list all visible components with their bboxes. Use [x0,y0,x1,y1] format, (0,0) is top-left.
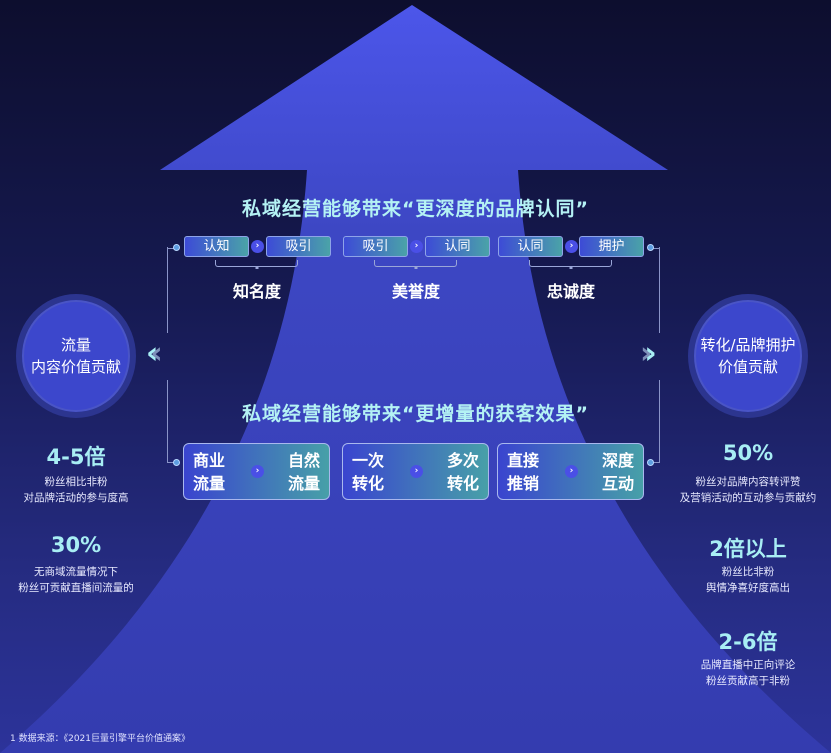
connector-line [167,462,177,463]
circle-text: 流量 [60,336,91,354]
bracket [529,260,612,267]
stage-tag: 吸引 [343,236,408,257]
connector-line [659,247,660,333]
stat-desc: 无商域流量情况下粉丝可贡献直播间流量的 [18,566,134,594]
left-circle: 流量 内容价值贡献 [16,294,136,418]
stage-tag: 认知 [184,236,249,257]
transition-box: 一次转化 › 多次转化 [342,443,489,500]
bracket [374,260,457,267]
connector-line [659,380,660,462]
circle-text: 价值贡献 [717,358,778,376]
group-label: 美誉度 [391,282,440,301]
box-text: 转化 [352,474,385,493]
connector-dot [647,459,654,466]
box-text: 深度 [601,451,634,470]
chevron-right-icon: › [565,465,578,478]
bottom-section-title: 私域经营能够带来“更增量的获客效果” [242,403,589,425]
chevron-right-icon: › [410,465,423,478]
transition-box: 直接推销 › 深度互动 [497,443,644,500]
stat-value: 50% [722,441,774,465]
box-text: 推销 [507,474,540,493]
stat-value: 2倍以上 [709,537,787,561]
connector-dot [173,244,180,251]
chevron-right-icon: › [251,240,264,253]
footnote: 1 数据来源：《2021巨量引擎平台价值通案》 [10,734,190,744]
connector-line [167,248,177,249]
bracket [215,260,298,267]
box-text: 流量 [287,474,320,493]
connector-line [167,380,168,462]
transition-box: 商业流量 › 自然流量 [183,443,330,500]
stat-desc: 粉丝比非粉舆情净喜好度高出 [706,566,790,594]
circle-text: 内容价值贡献 [30,358,121,376]
connector-line [650,248,660,249]
chevron-right-icon: › [410,240,423,253]
right-circle: 转化/品牌拥护 价值贡献 [688,294,808,418]
double-chevron-right-icon: ›› [640,336,658,371]
stage-tag: 认同 [498,236,563,257]
top-section-title: 私域经营能够带来“更深度的品牌认同” [242,198,589,220]
connector-dot [647,244,654,251]
chevron-right-icon: › [565,240,578,253]
group-label: 知名度 [232,282,281,301]
box-text: 多次 [446,451,479,470]
chevron-right-icon: › [251,465,264,478]
stat-value: 2-6倍 [718,630,778,654]
connector-line [167,247,168,333]
stat-desc: 粉丝对品牌内容转评赞及营销活动的互动参与贡献约 [679,476,817,504]
stage-tag: 吸引 [266,236,331,257]
box-text: 商业 [193,451,226,470]
box-text: 一次 [352,451,385,470]
stage-tag: 拥护 [579,236,644,257]
box-text: 转化 [446,474,479,493]
connector-dot [173,459,180,466]
box-text: 直接 [507,451,540,470]
connector-line [650,462,660,463]
stat-desc: 品牌直播中正向评论粉丝贡献高于非粉 [700,659,796,687]
stat-value: 30% [50,533,102,557]
stat-value: 4-5倍 [46,445,106,469]
box-text: 流量 [193,474,226,493]
stat-desc: 粉丝相比非粉对品牌活动的参与度高 [23,476,129,504]
box-text: 自然 [287,451,320,470]
stage-tag: 认同 [425,236,490,257]
circle-text: 转化/品牌拥护 [700,336,796,354]
double-chevron-left-icon: ‹‹ [146,336,164,371]
box-text: 互动 [601,474,634,493]
group-label: 忠诚度 [546,282,595,301]
